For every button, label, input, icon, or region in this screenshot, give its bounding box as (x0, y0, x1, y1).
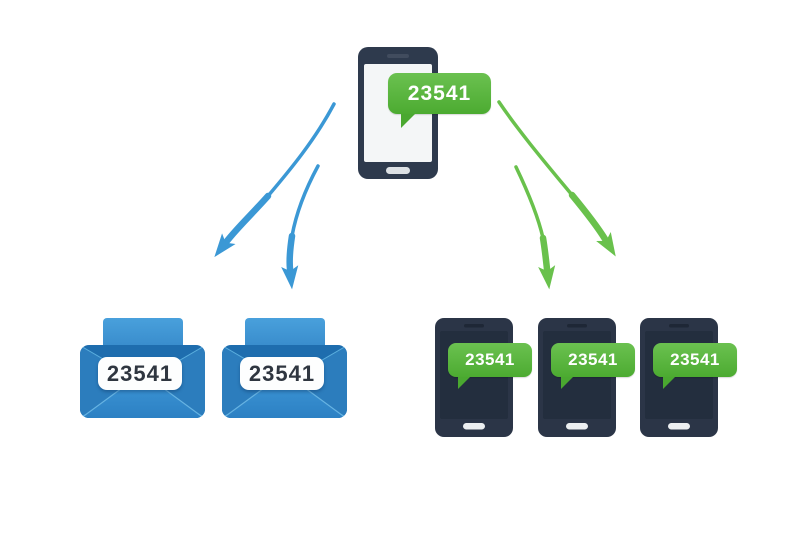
sms-code: 23541 (568, 350, 618, 369)
phone-home-button (668, 423, 690, 430)
email-code: 23541 (248, 360, 316, 386)
phone-speaker (464, 324, 484, 328)
code-card: 23541 (240, 357, 324, 390)
email-recipient-1: 23541 (80, 318, 205, 418)
smartphone-icon (435, 318, 513, 437)
smartphone-icon (538, 318, 616, 437)
sms-recipient-3: 23541 (640, 318, 737, 437)
phone-speaker (387, 54, 409, 58)
email-code: 23541 (106, 360, 174, 386)
arrow-green-long-head (568, 191, 616, 257)
sender-phone: 23541 (358, 47, 491, 179)
sms-bubble: 23541 (551, 343, 635, 389)
arrow-blue-long-head (214, 192, 272, 258)
sms-code: 23541 (670, 350, 720, 369)
envelope-flap-bottom (222, 372, 347, 418)
arrow-blue-long (266, 102, 336, 198)
envelope-flap-bottom (80, 372, 205, 418)
sms-recipient-2: 23541 (538, 318, 635, 437)
arrow-green-short (514, 165, 545, 240)
arrow-green-short-head (538, 234, 556, 290)
arrow-blue-short (290, 164, 320, 238)
phone-speaker (567, 324, 587, 328)
sms-code: 23541 (407, 81, 472, 105)
sms-recipient-1: 23541 (435, 318, 532, 437)
sms-bubble: 23541 (448, 343, 532, 389)
phone-home-button (463, 423, 485, 430)
sms-code: 23541 (465, 350, 515, 369)
smartphone-icon (640, 318, 718, 437)
sms-bubble: 23541 (653, 343, 737, 389)
email-recipient-2: 23541 (222, 318, 347, 418)
arrow-green-long (497, 100, 574, 197)
phone-home-button (566, 423, 588, 430)
sms-bubble: 23541 (388, 73, 491, 128)
arrow-blue-short-head (281, 232, 299, 290)
code-card: 23541 (98, 357, 182, 390)
phone-home-button (386, 167, 410, 174)
phone-speaker (669, 324, 689, 328)
